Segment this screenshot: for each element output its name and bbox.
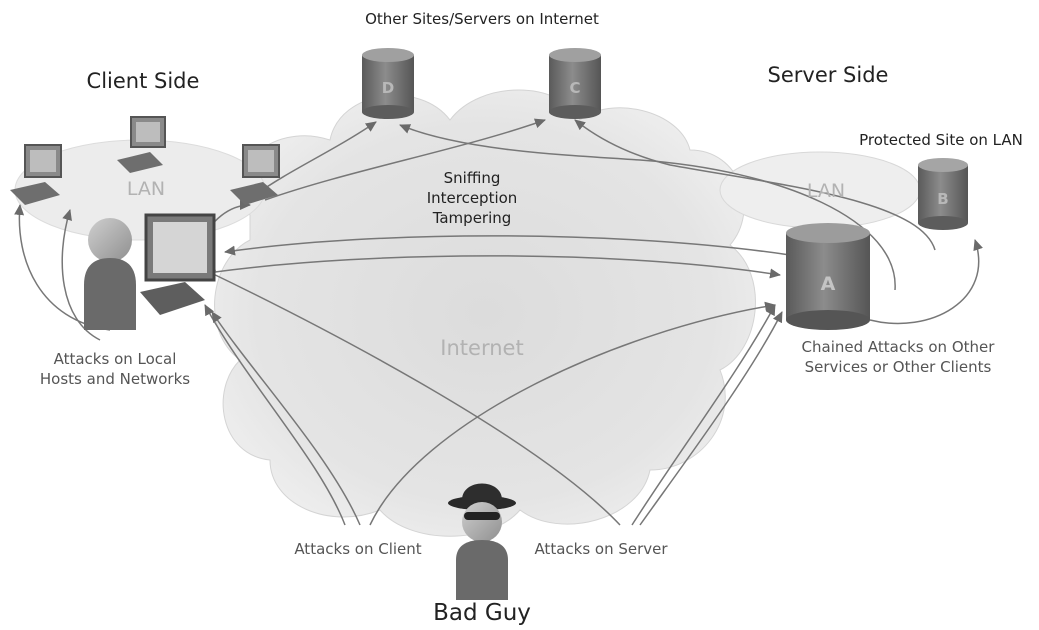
server-c-label: C (569, 79, 580, 97)
internet-label: Internet (440, 336, 523, 360)
workstation-1 (10, 144, 62, 205)
interception-label: Interception (427, 189, 518, 207)
server-side-label: Server Side (768, 63, 889, 87)
attacks-local-label-1: Attacks on Local (54, 350, 177, 368)
chained-attacks-label-1: Chained Attacks on Other (802, 338, 996, 356)
server-d: D (362, 48, 414, 119)
arrow-client-to-c (264, 118, 546, 201)
arrow-client-2 (211, 311, 361, 526)
attacks-on-server-label: Attacks on Server (534, 540, 668, 558)
protected-site-label: Protected Site on LAN (859, 131, 1023, 149)
workstation-2 (117, 116, 166, 173)
arrow-server-3 (204, 269, 621, 526)
arrow-a-to-d (399, 124, 896, 291)
arrow-chained (869, 239, 983, 325)
workstation-3 (230, 144, 280, 205)
arrow-a-to-client (224, 235, 791, 256)
arrow-client-3 (369, 301, 776, 526)
server-a: A (786, 223, 870, 330)
lan-left-label: LAN (127, 178, 165, 200)
attack-arrows (14, 118, 983, 526)
bad-guy-figure (448, 483, 516, 600)
server-b-label: B (937, 190, 948, 208)
arrow-client-1 (204, 304, 346, 526)
client-monitor (140, 213, 216, 315)
sniffing-label: Sniffing (444, 169, 501, 187)
client-side-label: Client Side (87, 69, 200, 93)
attacks-on-client-label: Attacks on Client (294, 540, 421, 558)
internet-cloud (214, 89, 756, 537)
arrow-local-2 (61, 209, 101, 341)
attacks-local-label-2: Hosts and Networks (40, 370, 190, 388)
chained-attacks-label-2: Services or Other Clients (805, 358, 992, 376)
server-d-label: D (382, 79, 394, 97)
bad-guy-label: Bad Guy (433, 600, 531, 626)
client-user (84, 218, 136, 330)
lan-right-label: LAN (807, 180, 845, 202)
other-sites-label: Other Sites/Servers on Internet (365, 10, 599, 28)
tampering-label: Tampering (432, 209, 512, 227)
arrow-server-1 (631, 304, 776, 526)
server-a-label: A (821, 273, 836, 295)
arrow-client-to-a (214, 255, 781, 279)
server-c: C (549, 48, 601, 119)
server-b: B (918, 158, 968, 230)
arrow-server-2 (639, 311, 783, 526)
arrow-a-to-c (574, 119, 936, 251)
